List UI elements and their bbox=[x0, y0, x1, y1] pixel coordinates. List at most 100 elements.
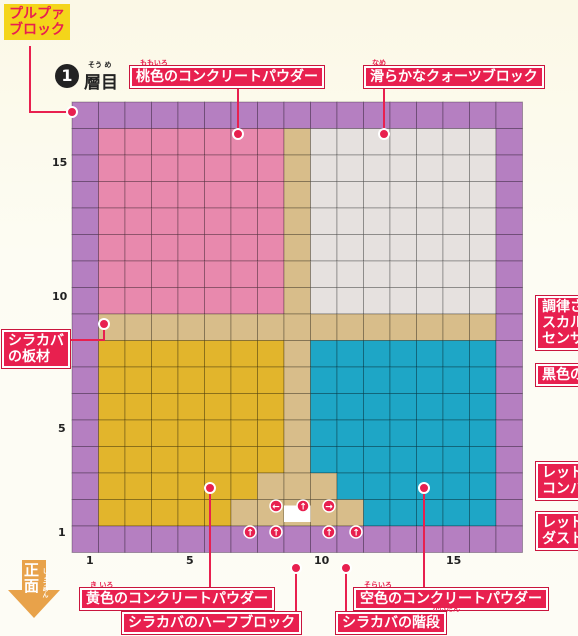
grid-block bbox=[363, 207, 391, 235]
grid-block bbox=[336, 340, 364, 368]
grid-block bbox=[363, 260, 391, 288]
grid-block bbox=[257, 234, 285, 262]
grid-block bbox=[230, 234, 258, 262]
grid-block bbox=[469, 313, 497, 341]
front-label: 正面 bbox=[24, 561, 40, 595]
grid-block bbox=[124, 234, 152, 262]
grid-block bbox=[336, 313, 364, 341]
grid-block bbox=[336, 446, 364, 474]
grid-block bbox=[177, 128, 205, 156]
grid-block bbox=[71, 154, 99, 182]
grid-block bbox=[71, 393, 99, 421]
grid-block bbox=[230, 154, 258, 182]
grid-block bbox=[98, 128, 126, 156]
grid-block bbox=[495, 499, 523, 527]
grid-block bbox=[416, 154, 444, 182]
grid-block bbox=[204, 499, 232, 527]
grid-block bbox=[257, 340, 285, 368]
grid-block bbox=[310, 472, 338, 500]
grid-block bbox=[230, 101, 258, 129]
grid-block bbox=[416, 393, 444, 421]
grid-block bbox=[177, 419, 205, 447]
callout-dot bbox=[340, 562, 352, 574]
grid-block bbox=[283, 419, 311, 447]
grid-block bbox=[230, 287, 258, 315]
grid-block bbox=[495, 207, 523, 235]
grid-block bbox=[257, 472, 285, 500]
grid-block bbox=[442, 181, 470, 209]
grid-block bbox=[442, 287, 470, 315]
grid-block bbox=[442, 525, 470, 553]
grid-block bbox=[389, 525, 417, 553]
grid-block bbox=[363, 313, 391, 341]
grid-block bbox=[177, 207, 205, 235]
grid-block bbox=[442, 393, 470, 421]
grid-block bbox=[177, 472, 205, 500]
birch-plank-label: シラカバの板材 bbox=[2, 330, 70, 369]
grid-block bbox=[230, 472, 258, 500]
grid-block bbox=[310, 260, 338, 288]
grid-block bbox=[71, 128, 99, 156]
grid-block bbox=[363, 499, 391, 527]
grid-block bbox=[469, 419, 497, 447]
grid-block bbox=[257, 313, 285, 341]
grid-block bbox=[416, 101, 444, 129]
grid-block bbox=[98, 340, 126, 368]
x-axis-tick: 10 bbox=[314, 554, 330, 567]
grid-block bbox=[310, 101, 338, 129]
grid-block bbox=[71, 419, 99, 447]
grid-block bbox=[204, 525, 232, 553]
grid-block bbox=[204, 287, 232, 315]
purpur-block-label: プルプァブロック bbox=[4, 4, 70, 41]
grid-block bbox=[495, 340, 523, 368]
direction-arrow-icon: ↑ bbox=[349, 525, 363, 539]
grid-block bbox=[363, 393, 391, 421]
grid-block bbox=[310, 181, 338, 209]
grid-block bbox=[336, 287, 364, 315]
grid-block bbox=[98, 366, 126, 394]
x-axis-tick: 1 bbox=[86, 554, 94, 567]
grid-block bbox=[124, 313, 152, 341]
grid-block bbox=[98, 472, 126, 500]
grid-block bbox=[310, 234, 338, 262]
grid-block bbox=[363, 181, 391, 209]
layer-number-badge: 1 bbox=[55, 64, 79, 88]
grid-block bbox=[98, 234, 126, 262]
grid-block bbox=[71, 260, 99, 288]
grid-block bbox=[416, 340, 444, 368]
grid-block bbox=[124, 101, 152, 129]
grid-block bbox=[442, 366, 470, 394]
layer-ruby: そう め bbox=[88, 61, 112, 69]
grid-block bbox=[310, 128, 338, 156]
grid-block bbox=[416, 287, 444, 315]
grid-block bbox=[469, 446, 497, 474]
grid-block bbox=[442, 207, 470, 235]
grid-block bbox=[442, 446, 470, 474]
grid-block bbox=[389, 128, 417, 156]
grid-block bbox=[389, 313, 417, 341]
y-axis-tick: 15 bbox=[52, 156, 68, 169]
grid-block bbox=[204, 419, 232, 447]
grid-block bbox=[230, 128, 258, 156]
grid-block bbox=[124, 366, 152, 394]
grid-block bbox=[204, 260, 232, 288]
grid-block bbox=[389, 472, 417, 500]
grid-block bbox=[257, 181, 285, 209]
grid-block bbox=[336, 472, 364, 500]
grid-block bbox=[469, 207, 497, 235]
grid-block bbox=[310, 287, 338, 315]
grid-block bbox=[495, 393, 523, 421]
front-arrow-icon bbox=[8, 560, 60, 618]
peach-ruby: ももいろ bbox=[140, 59, 168, 67]
svg-text:↑: ↑ bbox=[272, 529, 280, 539]
grid-block bbox=[177, 287, 205, 315]
grid-block bbox=[495, 419, 523, 447]
quartz-ruby: なめ bbox=[372, 59, 386, 67]
grid-block bbox=[151, 366, 179, 394]
grid-block bbox=[177, 499, 205, 527]
grid-block bbox=[151, 287, 179, 315]
grid-block bbox=[363, 154, 391, 182]
grid-block bbox=[416, 419, 444, 447]
grid-block bbox=[151, 128, 179, 156]
grid-block bbox=[310, 313, 338, 341]
